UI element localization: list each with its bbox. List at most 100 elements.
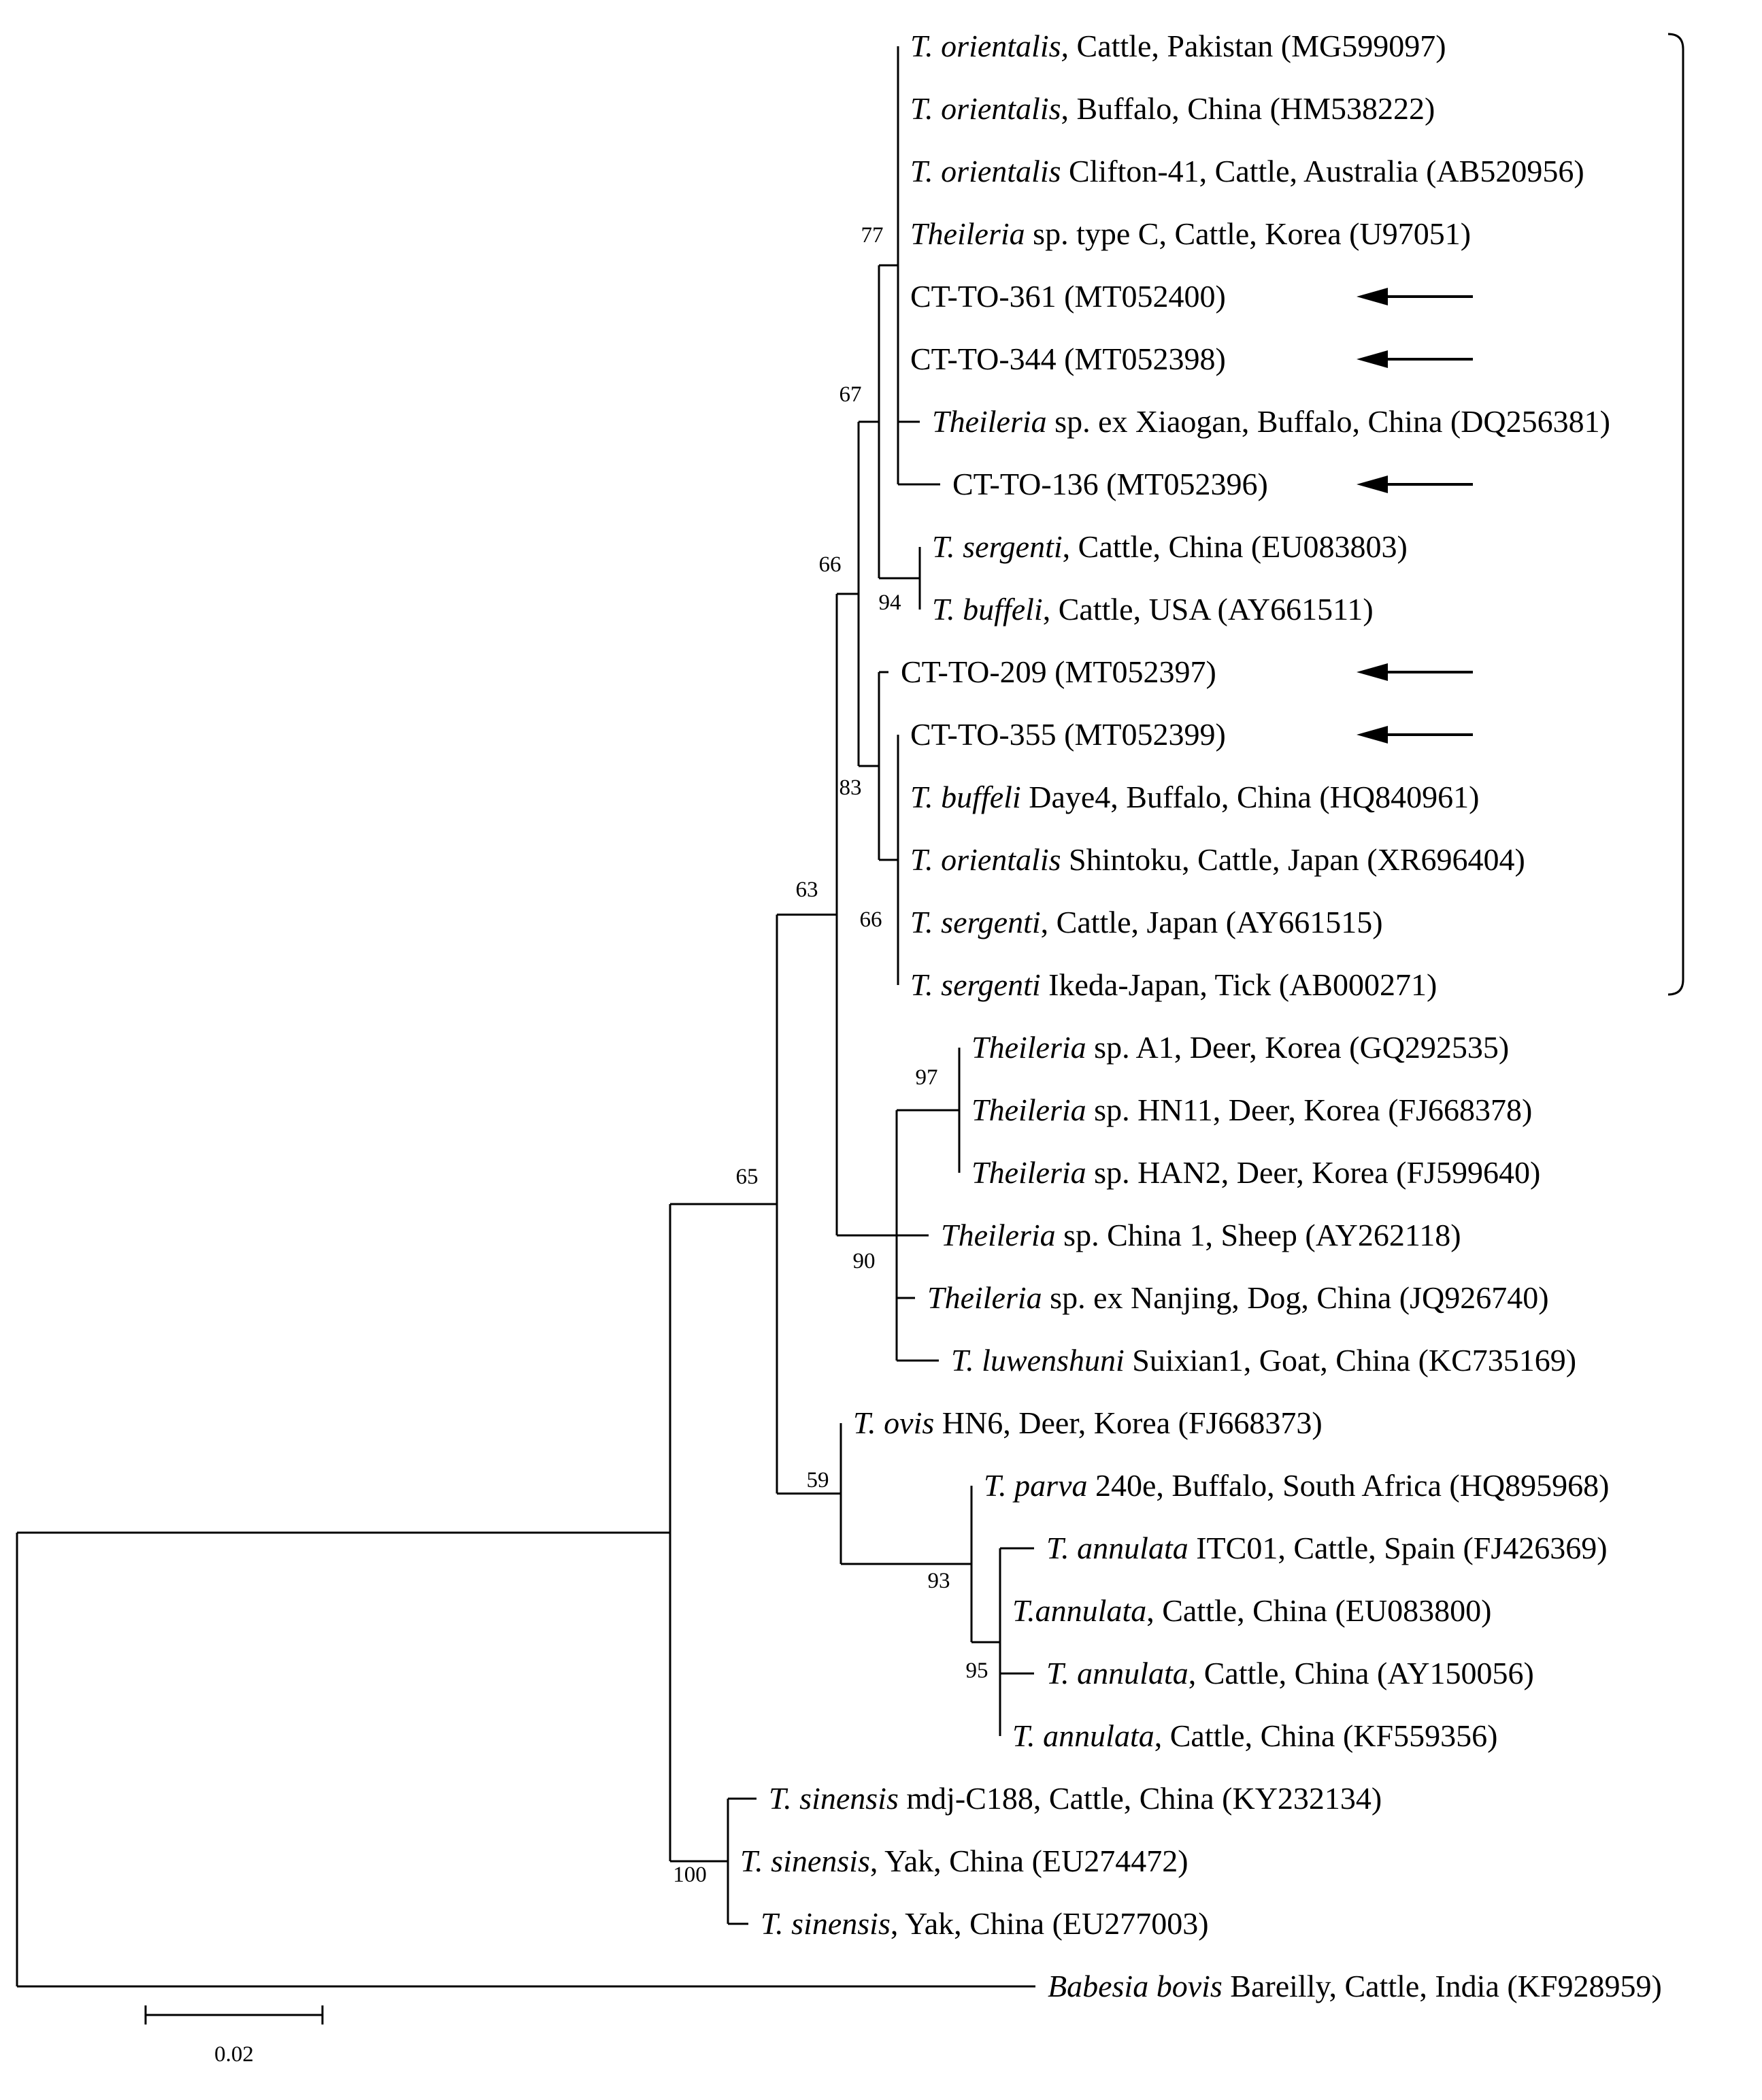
leaf-detail: sp. type C, Cattle, Korea (U97051) (1025, 216, 1471, 251)
leaf-label: T.annulata, Cattle, China (EU083800) (1012, 1593, 1491, 1628)
leaf-detail: sp. HN11, Deer, Korea (FJ668378) (1086, 1093, 1533, 1127)
leaf-detail: , Cattle, China (EU083800) (1146, 1593, 1491, 1628)
leaf-label: Theileria sp. HAN2, Deer, Korea (FJ59964… (971, 1155, 1540, 1190)
leaf-detail: CT-TO-344 (MT052398) (910, 341, 1226, 376)
isolate-arrow-head (1357, 663, 1388, 681)
bootstrap-value: 66 (860, 907, 882, 932)
orientalis-clade-bracket (1667, 33, 1684, 996)
isolate-arrows (1357, 288, 1473, 744)
leaf-detail: , Cattle, China (AY150056) (1188, 1656, 1534, 1690)
leaf-detail: ITC01, Cattle, Spain (FJ426369) (1188, 1531, 1608, 1565)
isolate-arrow-head (1357, 726, 1388, 744)
leaf-detail: , Cattle, China (EU083803) (1063, 529, 1408, 564)
leaf-detail: sp. HAN2, Deer, Korea (FJ599640) (1086, 1155, 1541, 1190)
bootstrap-value: 65 (736, 1165, 759, 1189)
leaf-taxon: T. orientalis (910, 842, 1061, 877)
leaf-label: CT-TO-355 (MT052399) (910, 717, 1226, 752)
tree-branches (16, 46, 1035, 1988)
leaf-detail: sp. ex Nanjing, Dog, China (JQ926740) (1042, 1280, 1549, 1315)
leaf-label: T. sergenti, Cattle, Japan (AY661515) (910, 905, 1383, 939)
leaf-label: CT-TO-344 (MT052398) (910, 341, 1226, 376)
leaf-detail: , Buffalo, China (HM538222) (1061, 91, 1435, 126)
leaf-label: T. annulata ITC01, Cattle, Spain (FJ4263… (1046, 1531, 1608, 1565)
isolate-arrow-head (1357, 288, 1388, 305)
leaf-taxon: T.annulata (1012, 1593, 1146, 1628)
leaf-detail: , Cattle, USA (AY661511) (1043, 592, 1374, 627)
leaf-taxon: T. ovis (853, 1405, 934, 1440)
leaf-label: Theileria sp. HN11, Deer, Korea (FJ66837… (971, 1093, 1532, 1127)
leaf-taxon: T. sergenti (910, 967, 1041, 1002)
leaf-taxon: T. annulata (1046, 1656, 1188, 1690)
leaf-taxon: Theileria (941, 1218, 1056, 1252)
leaf-detail: CT-TO-209 (MT052397) (901, 654, 1216, 689)
bootstrap-value: 63 (796, 878, 818, 902)
leaf-detail: Bareilly, Cattle, India (KF928959) (1223, 1969, 1662, 2003)
leaf-taxon: Theileria (971, 1155, 1086, 1190)
leaf-label: T. annulata, Cattle, China (AY150056) (1046, 1656, 1534, 1690)
leaf-label: T. orientalis, Buffalo, China (HM538222) (910, 91, 1435, 126)
bootstrap-value: 77 (861, 223, 884, 248)
leaf-detail: Shintoku, Cattle, Japan (XR696404) (1061, 842, 1525, 877)
leaf-detail: HN6, Deer, Korea (FJ668373) (934, 1405, 1322, 1440)
leaf-detail: mdj-C188, Cattle, China (KY232134) (899, 1781, 1382, 1816)
leaf-taxon: T. orientalis (910, 154, 1061, 188)
leaf-taxon: Theileria (932, 404, 1047, 439)
leaf-taxon: Theileria (910, 216, 1025, 251)
leaf-taxon: T. parva (984, 1468, 1088, 1503)
leaf-label: Theileria sp. China 1, Sheep (AY262118) (941, 1218, 1461, 1252)
leaf-label: T. orientalis Shintoku, Cattle, Japan (X… (910, 842, 1525, 877)
leaf-taxon: T. sergenti (910, 905, 1041, 939)
leaf-label: CT-TO-361 (MT052400) (910, 279, 1226, 314)
leaf-detail: , Yak, China (EU274472) (870, 1844, 1188, 1878)
bootstrap-value: 83 (840, 776, 862, 800)
leaf-label: Babesia bovis Bareilly, Cattle, India (K… (1048, 1969, 1662, 2003)
leaf-taxon: Theileria (971, 1093, 1086, 1127)
leaf-detail: sp. ex Xiaogan, Buffalo, China (DQ256381… (1047, 404, 1610, 439)
bootstrap-value: 59 (807, 1468, 829, 1493)
bootstrap-value: 90 (853, 1249, 876, 1273)
leaf-label: T. buffeli Daye4, Buffalo, China (HQ8409… (910, 780, 1479, 814)
bootstrap-value: 95 (966, 1659, 988, 1683)
bootstrap-value: 100 (673, 1863, 707, 1887)
leaf-detail: Daye4, Buffalo, China (HQ840961) (1021, 780, 1480, 814)
leaf-label: Theileria sp. ex Xiaogan, Buffalo, China… (932, 404, 1610, 439)
leaf-label: T. sinensis, Yak, China (EU277003) (761, 1906, 1209, 1941)
leaf-taxon: Babesia bovis (1048, 1969, 1223, 2003)
bootstrap-value: 93 (928, 1569, 950, 1593)
leaf-label: T. orientalis, Cattle, Pakistan (MG59909… (910, 29, 1446, 63)
leaf-taxon: T. annulata (1046, 1531, 1188, 1565)
leaf-taxon: T. sinensis (761, 1906, 891, 1941)
leaf-detail: 240e, Buffalo, South Africa (HQ895968) (1088, 1468, 1610, 1503)
leaf-detail: Cattle, Pakistan (MG599097) (1069, 29, 1446, 63)
leaf-label: Theileria sp. type C, Cattle, Korea (U97… (910, 216, 1471, 251)
leaf-taxon: T. orientalis (910, 91, 1061, 126)
leaf-label: T. annulata, Cattle, China (KF559356) (1012, 1718, 1497, 1753)
bootstrap-value: 97 (916, 1065, 938, 1090)
isolate-arrow-head (1357, 350, 1388, 368)
bootstrap-value: 67 (840, 382, 862, 407)
leaf-detail: sp. China 1, Sheep (AY262118) (1056, 1218, 1461, 1252)
leaf-detail: CT-TO-355 (MT052399) (910, 717, 1226, 752)
leaf-label: T. luwenshuni Suixian1, Goat, China (KC7… (951, 1343, 1576, 1378)
leaf-label: CT-TO-209 (MT052397) (901, 654, 1216, 689)
bootstrap-value: 94 (879, 590, 901, 615)
leaf-taxon: T. sergenti (932, 529, 1063, 564)
leaf-detail: CT-TO-136 (MT052396) (952, 467, 1268, 501)
leaf-label: T. buffeli, Cattle, USA (AY661511) (932, 592, 1374, 627)
leaf-detail: Suixian1, Goat, China (KC735169) (1125, 1343, 1576, 1378)
leaf-taxon: Theileria (971, 1030, 1086, 1065)
leaf-label: T. sergenti, Cattle, China (EU083803) (932, 529, 1408, 564)
scale-bar-label: 0.02 (214, 2042, 254, 2067)
leaf-detail: , Cattle, China (KF559356) (1154, 1718, 1498, 1753)
leaf-labels: T. orientalis, Cattle, Pakistan (MG59909… (740, 29, 1662, 2003)
leaf-taxon: T. sinensis (769, 1781, 899, 1816)
leaf-detail: , Cattle, Japan (AY661515) (1041, 905, 1383, 939)
isolate-arrow-head (1357, 476, 1388, 493)
leaf-taxon: T. buffeli (910, 780, 1021, 814)
leaf-detail: CT-TO-361 (MT052400) (910, 279, 1226, 314)
leaf-taxon: Theileria (927, 1280, 1042, 1315)
leaf-detail: , Yak, China (EU277003) (891, 1906, 1209, 1941)
leaf-label: T. parva 240e, Buffalo, South Africa (HQ… (984, 1468, 1609, 1503)
